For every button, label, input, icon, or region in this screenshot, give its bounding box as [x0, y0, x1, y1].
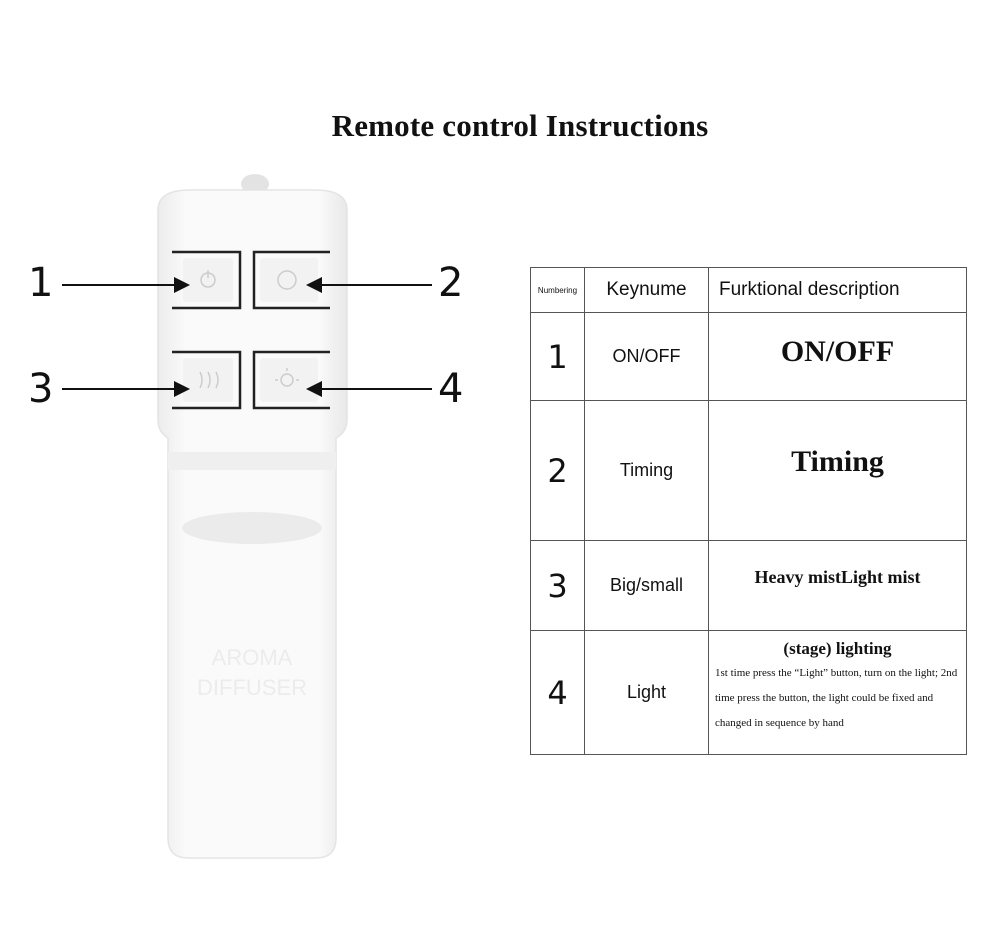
callout-4: 4 — [438, 366, 464, 412]
row-description-text: ON/OFF — [780, 335, 895, 368]
callout-2: 2 — [438, 260, 464, 306]
header-keyname: Keynume — [584, 267, 709, 313]
table-header-row: Numbering Keynume Furktional description — [530, 267, 967, 313]
table-row: 2 Timing Timing — [530, 400, 967, 541]
row-description: (stage) lighting 1st time press the “Lig… — [708, 630, 967, 755]
header-numbering: Numbering — [530, 267, 585, 313]
callout-1: 1 — [28, 260, 54, 306]
row-key: Big/small — [584, 540, 709, 631]
row-key: ON/OFF — [584, 312, 709, 401]
arrow-head-icon — [174, 381, 190, 397]
row-description-text: Heavy mistLight mist — [754, 567, 921, 587]
arrow-head-icon — [306, 381, 322, 397]
arrow-2 — [306, 277, 432, 293]
arrow-head-icon — [174, 277, 190, 293]
power-icon — [200, 270, 216, 288]
arrow-4 — [306, 381, 432, 397]
mist-icon — [199, 371, 219, 389]
row-description: Timing — [708, 400, 967, 541]
timer-icon — [277, 270, 297, 290]
svg-text:DIFFUSER: DIFFUSER — [197, 675, 307, 700]
remote-button-1 — [172, 250, 242, 310]
row-number: 1 — [530, 312, 585, 401]
svg-text:AROMA: AROMA — [212, 645, 293, 670]
callout-3: 3 — [28, 366, 54, 412]
arrow-head-icon — [306, 277, 322, 293]
row-description: Heavy mistLight mist — [708, 540, 967, 631]
light-icon — [275, 368, 299, 387]
remote-button-2 — [252, 250, 330, 310]
remote-control-illustration: AROMA DIFFUSER — [150, 170, 355, 860]
remote-button-4 — [252, 350, 330, 410]
remote-button-3 — [172, 350, 242, 410]
row-key: Light — [584, 630, 709, 755]
table-row: 4 Light (stage) lighting 1st time press … — [530, 630, 967, 755]
arrow-1 — [62, 277, 190, 293]
table-row: 1 ON/OFF ON/OFF — [530, 312, 967, 401]
arrow-3 — [62, 381, 190, 397]
row-description: ON/OFF — [708, 312, 967, 401]
row-number: 4 — [530, 630, 585, 755]
row-key: Timing — [584, 400, 709, 541]
row-description-detail: 1st time press the “Light” button, turn … — [715, 667, 958, 729]
row-description-heading: (stage) lighting — [783, 639, 892, 658]
header-description: Furktional description — [708, 267, 967, 313]
instructions-table: Numbering Keynume Furktional description… — [530, 267, 967, 755]
row-number: 2 — [530, 400, 585, 541]
row-description-text: Timing — [791, 445, 884, 478]
row-number: 3 — [530, 540, 585, 631]
page-title: Remote control Instructions — [331, 108, 709, 143]
table-row: 3 Big/small Heavy mistLight mist — [530, 540, 967, 631]
